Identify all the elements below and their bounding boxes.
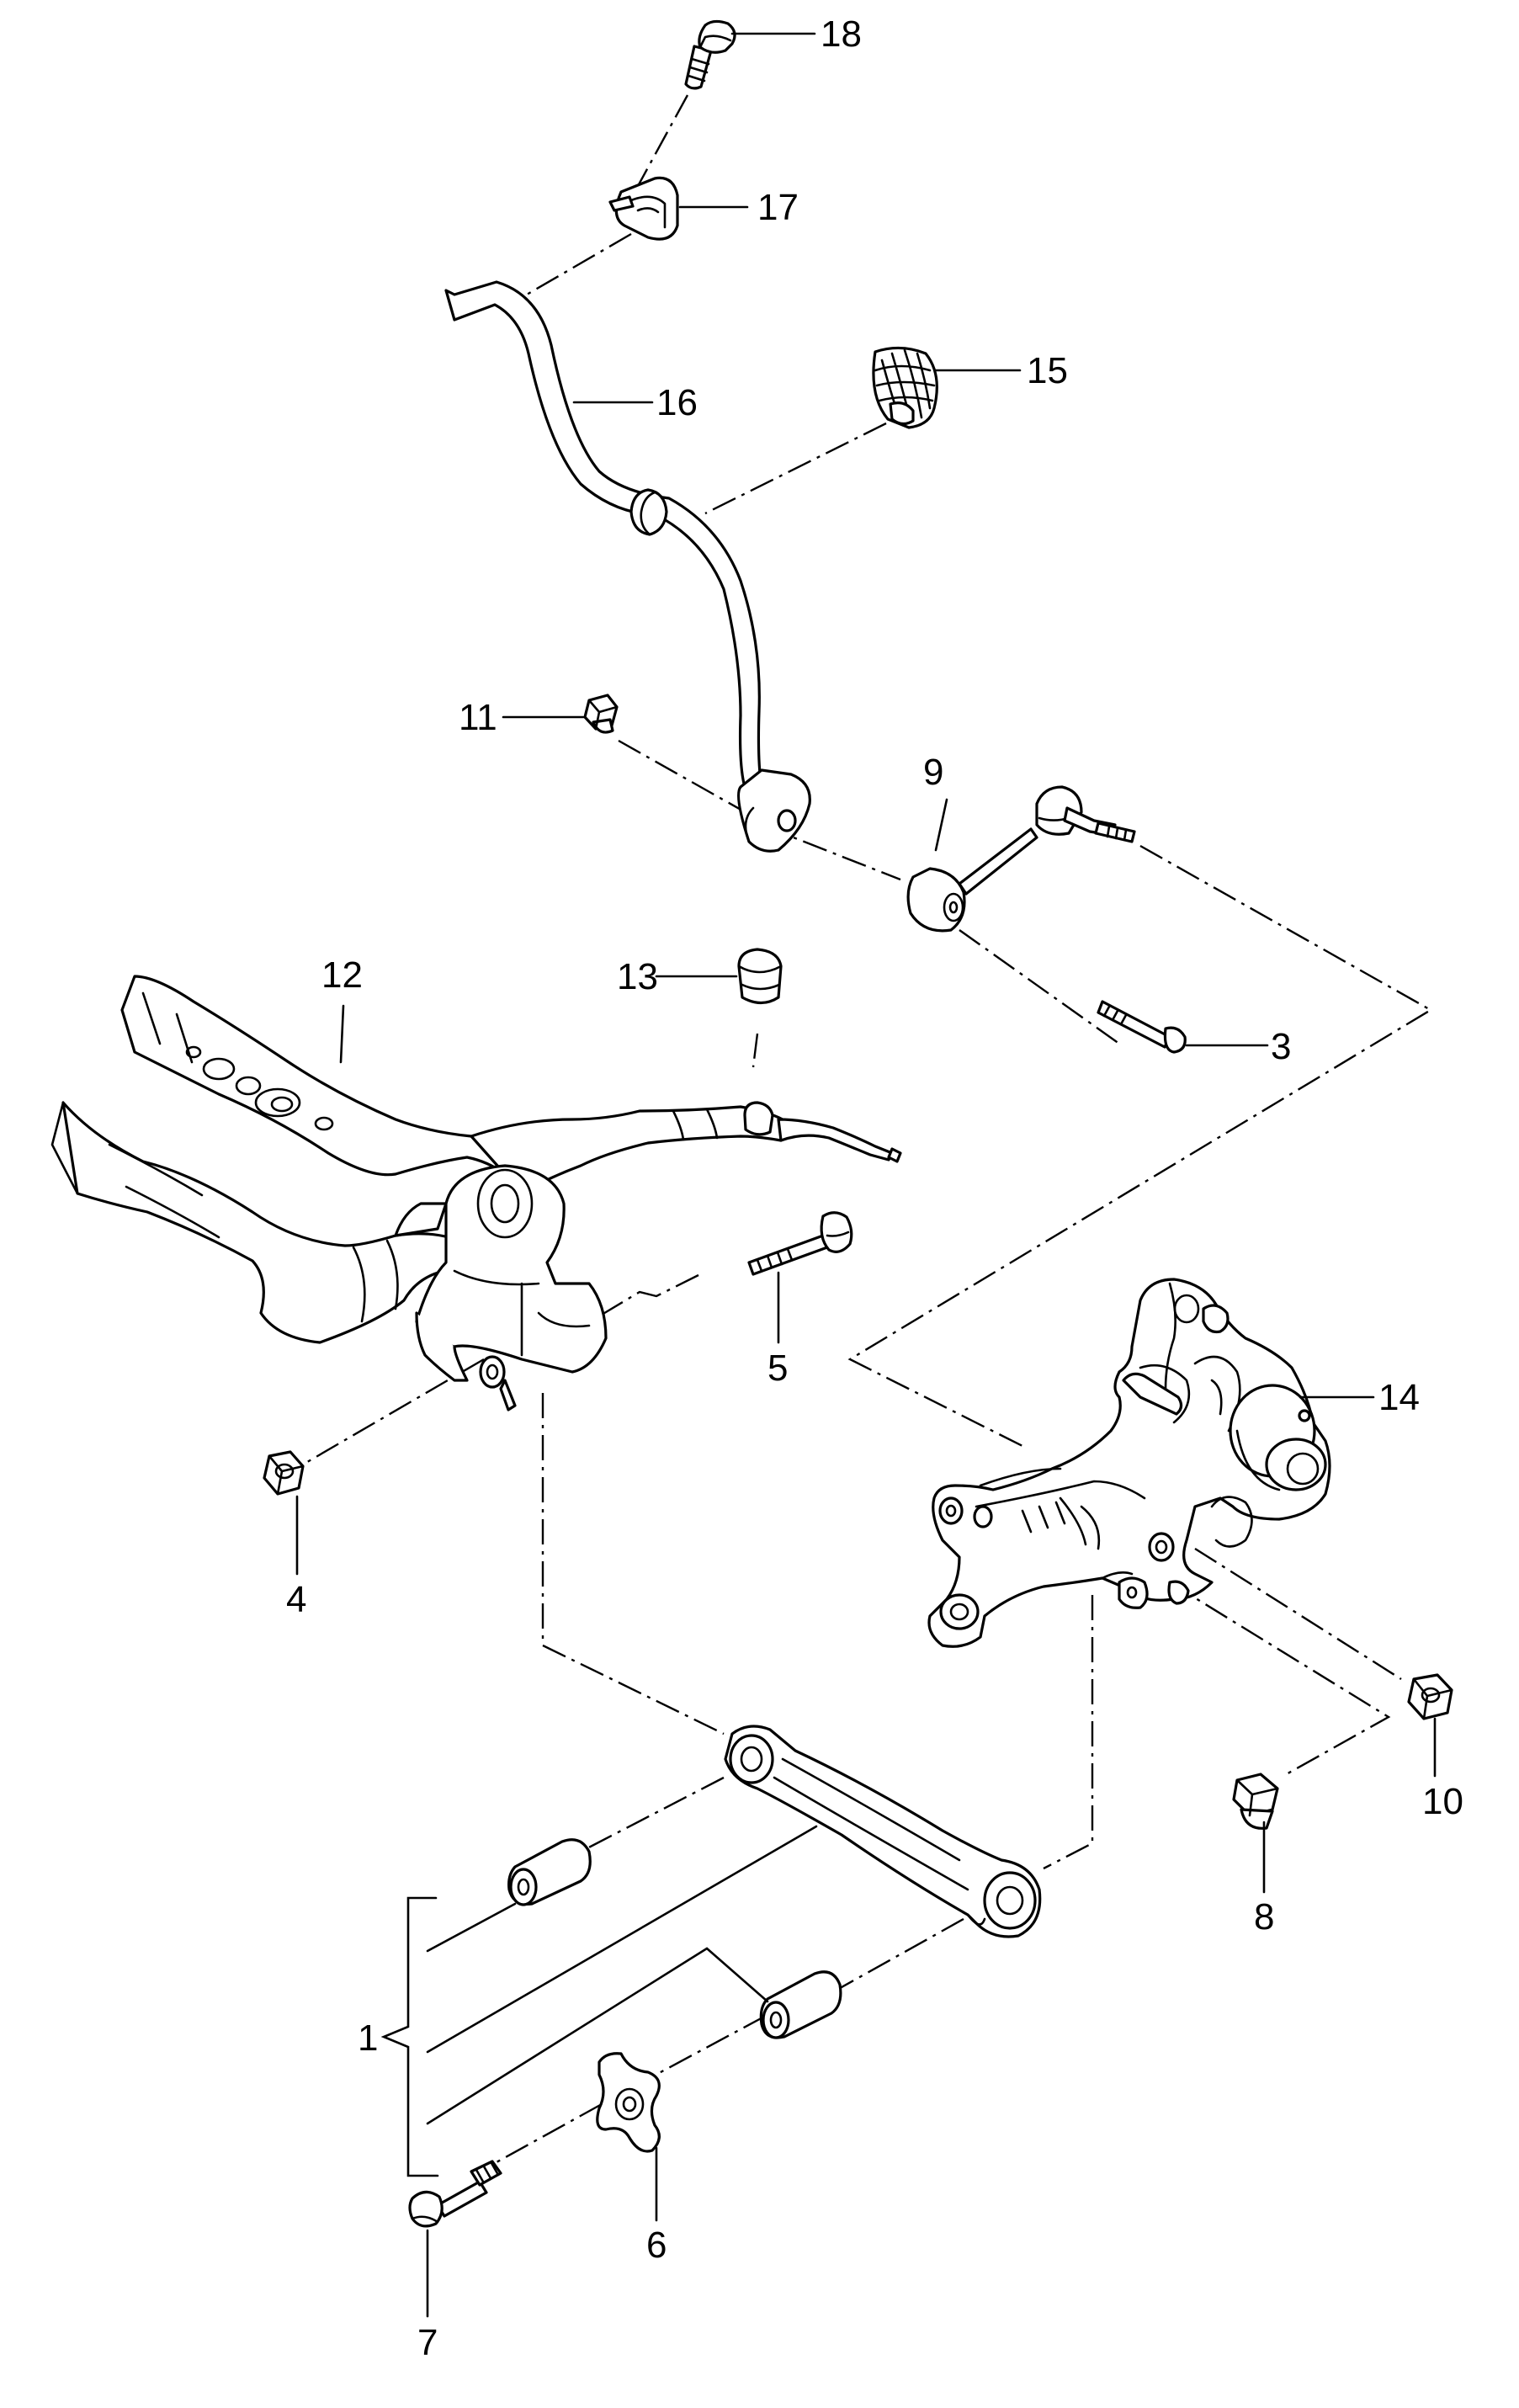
callout-4: 4 [286, 1579, 306, 1620]
bolt-3 [1097, 1000, 1187, 1054]
callout-13: 13 [617, 956, 658, 997]
callout-5: 5 [767, 1348, 788, 1389]
callout-6: 6 [646, 2225, 667, 2266]
coupling-rod-9 [906, 785, 1136, 933]
transverse-link [724, 1725, 1042, 1938]
callout-14: 14 [1378, 1377, 1420, 1418]
callout-8: 8 [1254, 1896, 1274, 1938]
callout-18: 18 [821, 13, 862, 55]
callout-9: 9 [923, 752, 943, 793]
callout-labels: 18 17 16 15 11 9 13 12 3 5 14 4 10 8 1 6… [286, 13, 1463, 2363]
callout-1-bracket [380, 1825, 818, 2177]
callout-12: 12 [321, 954, 363, 996]
clamp-17 [608, 176, 679, 241]
wheel-bearing-housing-14 [927, 1278, 1331, 1648]
callout-3: 3 [1271, 1026, 1291, 1067]
anti-roll-bar-16 [444, 280, 811, 853]
callout-15: 15 [1027, 350, 1068, 391]
bonded-rubber-bush-15 [872, 346, 938, 429]
callout-11: 11 [459, 697, 497, 738]
collar-nut-11 [583, 694, 619, 734]
callout-17: 17 [757, 187, 799, 228]
eccentric-washer-6 [596, 2052, 661, 2153]
bolt-7 [408, 2160, 502, 2228]
bolt-5 [747, 1211, 853, 1276]
bolt-18 [684, 19, 736, 90]
leader-lines [295, 32, 1437, 2318]
nut-10 [1407, 1673, 1453, 1720]
callout-1: 1 [358, 2017, 378, 2059]
bush-upper [507, 1838, 592, 1906]
nut-8 [1232, 1773, 1279, 1830]
callout-10: 10 [1422, 1781, 1463, 1822]
subframe-12 [50, 975, 902, 1411]
nut-4 [263, 1450, 305, 1496]
callout-16: 16 [656, 382, 698, 423]
bush-lower [759, 1970, 842, 2039]
callout-7: 7 [417, 2322, 438, 2363]
bump-stop-13 [737, 948, 783, 1005]
assembly-lines [302, 94, 1433, 2173]
